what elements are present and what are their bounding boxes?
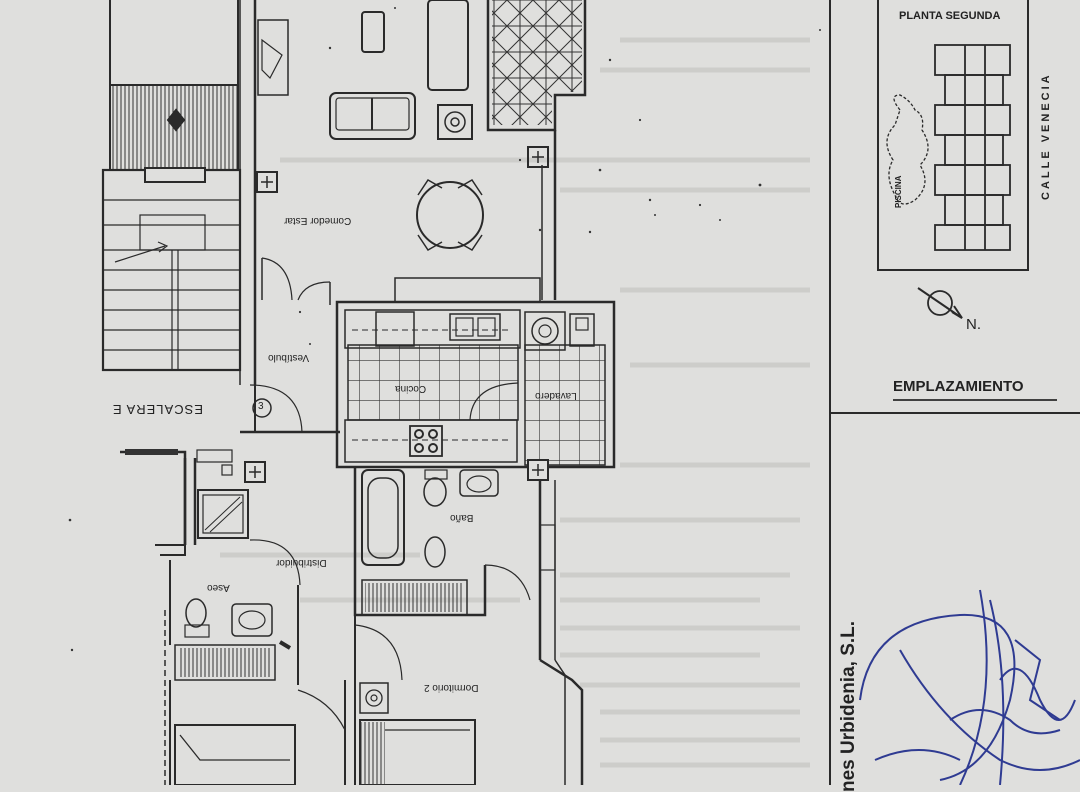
panel-caption: EMPLAZAMIENTO — [893, 378, 1024, 395]
label-escalera: ESCALERA E — [112, 402, 203, 417]
label-distribuidor: Distribuidor — [276, 557, 327, 568]
print-speckles — [68, 7, 821, 652]
label-comedor-estar: Comedor Estar — [284, 215, 352, 226]
label-bano: Baño — [450, 512, 474, 523]
background-text — [220, 37, 810, 768]
north-label: N. — [966, 316, 981, 333]
label-vestibulo: Vestíbulo — [268, 352, 310, 363]
label-dormitorio-2: Dormitorio 2 — [424, 682, 479, 693]
floor-plan — [101, 0, 616, 785]
street-label: CALLE VENECIA — [1040, 72, 1052, 200]
stair-number: 3 — [258, 401, 264, 412]
pool-label: PISCINA — [894, 175, 903, 208]
panel-title: PLANTA SEGUNDA — [899, 10, 1001, 22]
location-panel — [829, 0, 1080, 785]
label-cocina: Cocina — [395, 383, 427, 394]
label-aseo: Aseo — [207, 582, 230, 593]
company-name: nes Urbidenia, S.L. — [838, 620, 859, 792]
signature — [859, 589, 1080, 785]
label-lavadero: Lavadero — [535, 390, 577, 401]
